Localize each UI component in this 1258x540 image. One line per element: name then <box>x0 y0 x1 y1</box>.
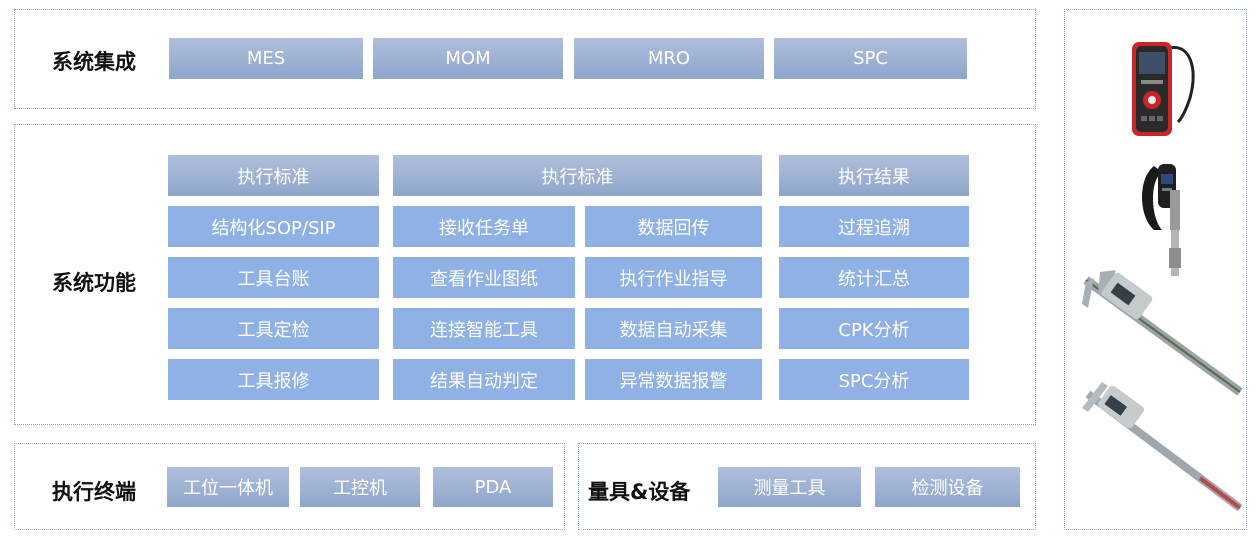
function-item: 数据回传 <box>585 206 762 247</box>
integration-mes: MES <box>169 38 363 79</box>
integration-spc: SPC <box>774 38 967 79</box>
function-item: 数据自动采集 <box>585 308 762 349</box>
function-item: 执行作业指导 <box>585 257 762 298</box>
function-header-2: 执行标准 <box>393 155 762 196</box>
function-item: 异常数据报警 <box>585 359 762 400</box>
digital-caliper-icon <box>1082 270 1243 396</box>
function-item: CPK分析 <box>779 308 969 349</box>
function-item: 工具定检 <box>168 308 379 349</box>
system-integration-label: 系统集成 <box>52 50 136 74</box>
gauge-item: 检测设备 <box>875 467 1020 507</box>
laser-distance-meter-icon <box>1132 42 1195 136</box>
function-item: 工具台账 <box>168 257 379 298</box>
function-header-1: 执行标准 <box>168 155 379 196</box>
digital-micrometer-icon <box>1142 164 1181 276</box>
function-item: SPC分析 <box>779 359 969 400</box>
function-item: 结果自动判定 <box>393 359 575 400</box>
function-item: 过程追溯 <box>779 206 969 247</box>
function-item: 结构化SOP/SIP <box>168 206 379 247</box>
digital-depth-gauge-icon <box>1082 382 1243 512</box>
terminal-item: PDA <box>433 467 553 507</box>
function-item: 统计汇总 <box>779 257 969 298</box>
function-item: 连接智能工具 <box>393 308 575 349</box>
function-item: 查看作业图纸 <box>393 257 575 298</box>
function-header-3: 执行结果 <box>779 155 969 196</box>
gauges-equipment-label: 量具&设备 <box>588 480 691 504</box>
function-item: 接收任务单 <box>393 206 575 247</box>
function-item: 工具报修 <box>168 359 379 400</box>
integration-mro: MRO <box>574 38 764 79</box>
gauge-item: 测量工具 <box>718 467 861 507</box>
terminal-item: 工控机 <box>300 467 420 507</box>
terminal-item: 工位一体机 <box>167 467 289 507</box>
system-functions-label: 系统功能 <box>52 271 136 295</box>
execution-terminal-label: 执行终端 <box>52 480 136 504</box>
integration-mom: MOM <box>373 38 563 79</box>
